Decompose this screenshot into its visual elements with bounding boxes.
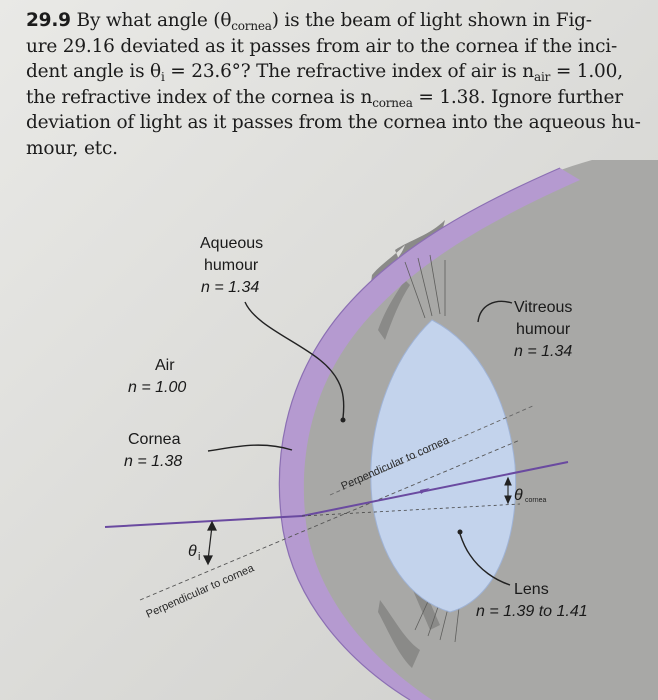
perpendicular-line-lower <box>139 439 521 601</box>
cornea-index: n = 1.38 <box>124 453 182 470</box>
ciliary-body-upper <box>370 220 445 340</box>
aqueous-leader <box>244 301 345 419</box>
problem-text: 29.9 By what angle (θcornea) is the beam… <box>26 8 646 161</box>
vitreous-index: n = 1.34 <box>514 343 572 360</box>
lens <box>370 319 517 613</box>
lens-index: n = 1.39 to 1.41 <box>476 603 588 620</box>
vitreous-label-1: Vitreous <box>514 299 572 316</box>
theta-cornea-arrow <box>504 476 512 505</box>
refracted-ray <box>301 461 569 517</box>
lens-leader-dot <box>457 529 463 535</box>
air-label: Air <box>155 357 175 374</box>
aqueous-label-2: humour <box>204 257 259 274</box>
cornea-leader <box>207 444 293 452</box>
aqueous-index: n = 1.34 <box>201 279 259 296</box>
theta-cornea-symbol: θ <box>514 487 523 504</box>
cornea-outer-edge <box>278 167 561 700</box>
lens-leader <box>459 533 511 586</box>
problem-line-6: mour, etc. <box>26 137 118 159</box>
perpendicular-line-upper <box>329 404 536 496</box>
problem-line-2: ure 29.16 deviated as it passes from air… <box>26 35 617 57</box>
cornea <box>279 168 580 700</box>
problem-line-3: dent angle is θi = 23.6°? The refractive… <box>26 61 623 84</box>
vitreous-leader <box>477 300 513 323</box>
theta-i-subscript: i <box>198 551 200 563</box>
ray-arrow-1 <box>420 488 430 494</box>
problem-number: 29.9 <box>26 10 71 31</box>
incident-ray <box>104 515 303 528</box>
vitreous-label-2: humour <box>516 321 571 338</box>
problem-line-4: the refractive index of the cornea is nc… <box>26 86 623 110</box>
ciliary-body-lower <box>378 580 440 668</box>
ray-continuation <box>301 503 521 517</box>
problem-line-5: deviation of light as it passes from the… <box>26 112 641 133</box>
lens-label: Lens <box>514 581 549 598</box>
problem-line-1: 29.9 By what angle (θcornea) is the beam… <box>26 10 592 33</box>
aqueous-leader-dot <box>340 417 346 423</box>
theta-cornea-subscript: cornea <box>525 497 547 504</box>
cornea-label: Cornea <box>128 431 181 448</box>
theta-i-arrow <box>203 520 217 566</box>
air-index: n = 1.00 <box>128 379 186 396</box>
theta-i-symbol: θ <box>188 543 197 560</box>
aqueous-label-1: Aqueous <box>200 235 263 252</box>
